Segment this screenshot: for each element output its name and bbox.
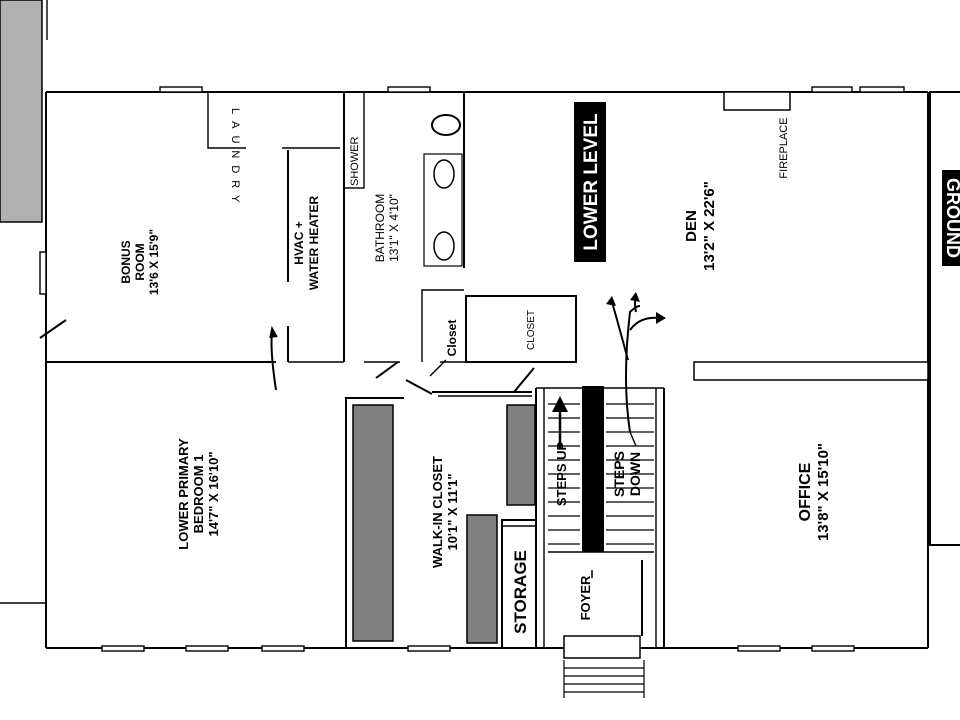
bathroom-label: BATHROOM 13'1" X 4'10" — [373, 194, 401, 262]
svg-text:BEDROOM 1: BEDROOM 1 — [191, 455, 206, 534]
exterior-block — [0, 0, 48, 223]
foyer-label: FOYER — [578, 575, 593, 620]
ground-label: GROUND — [943, 178, 960, 258]
level-title: LOWER LEVEL — [581, 113, 602, 251]
svg-text:10'1" X 11'1": 10'1" X 11'1" — [445, 473, 460, 550]
svg-text:13'1" X 4'10": 13'1" X 4'10" — [387, 194, 401, 262]
svg-text:13'6 X 15'9": 13'6 X 15'9" — [147, 229, 161, 295]
svg-text:DOWN: DOWN — [627, 452, 643, 496]
svg-text:DEN: DEN — [683, 210, 700, 242]
steps-down-label: STEPS DOWN — [611, 451, 643, 497]
closet-box-label: CLOSET — [526, 310, 537, 350]
office-label: OFFICE 13'8" X 15'10" — [797, 443, 832, 541]
svg-text:BONUS: BONUS — [119, 240, 133, 283]
bedroom-label: LOWER PRIMARY BEDROOM 1 14'7" X 16'10" — [176, 438, 221, 550]
fireplace-hearth — [723, 91, 791, 111]
svg-text:OFFICE: OFFICE — [797, 462, 814, 521]
level-title-badge: LOWER LEVEL — [574, 102, 606, 262]
interior-walls — [46, 91, 929, 649]
den-label: DEN 13'2" X 22'6" — [683, 181, 718, 271]
hvac-label: HVAC + WATER HEATER — [292, 196, 321, 291]
svg-text:13'2" X 22'6": 13'2" X 22'6" — [701, 181, 718, 271]
svg-text:BATHROOM: BATHROOM — [373, 194, 387, 262]
ground-badge: GROUND — [942, 170, 960, 266]
svg-text:14'7" X 16'10": 14'7" X 16'10" — [206, 451, 221, 536]
svg-text:HVAC +: HVAC + — [292, 221, 306, 264]
svg-text:13'8" X 15'10": 13'8" X 15'10" — [815, 443, 832, 541]
fireplace-label: FIREPLACE — [778, 117, 790, 178]
svg-text:WATER HEATER: WATER HEATER — [307, 196, 321, 291]
svg-text:WALK-IN CLOSET: WALK-IN CLOSET — [430, 456, 445, 568]
svg-text:ROOM: ROOM — [133, 243, 147, 280]
walkin-closet-label: WALK-IN CLOSET 10'1" X 11'1" — [430, 456, 460, 568]
closet-shelving — [352, 404, 536, 644]
storage-label: STORAGE — [511, 550, 530, 634]
bonus-room-label: BONUS ROOM 13'6 X 15'9" — [119, 229, 161, 295]
stairs — [548, 292, 666, 698]
windows — [39, 86, 905, 652]
laundry-label: LAUNDRY — [229, 108, 241, 209]
door-swings — [39, 319, 535, 395]
closet-small-label: Closet — [445, 320, 459, 357]
svg-text:LOWER PRIMARY: LOWER PRIMARY — [176, 438, 191, 550]
shower-label: SHOWER — [349, 136, 361, 186]
svg-text:STEPS: STEPS — [611, 451, 627, 497]
bath-fixtures — [431, 114, 461, 261]
steps-up-label: STEPS UP — [554, 442, 569, 507]
